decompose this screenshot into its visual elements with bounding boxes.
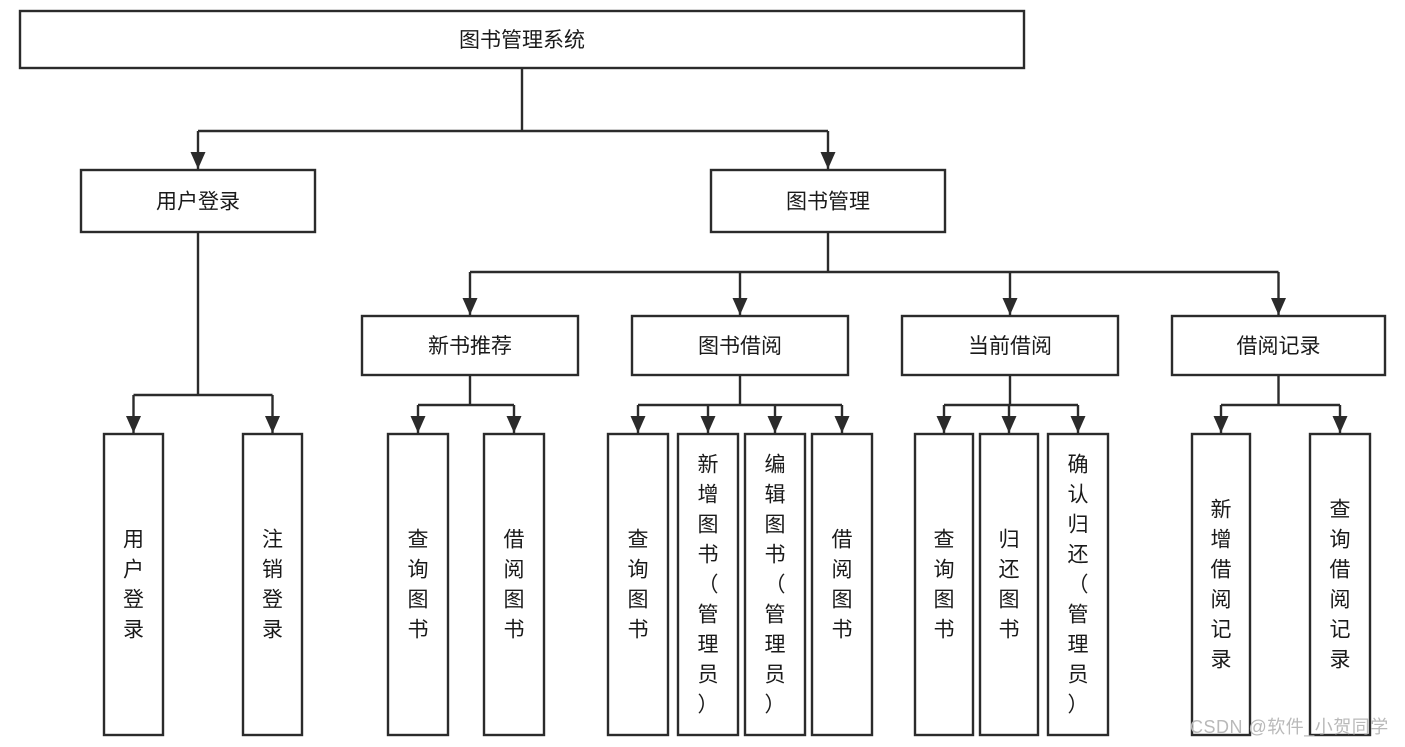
node-leaf-confirm-return[interactable]: 确认归还（管理员） (1046, 432, 1110, 737)
node-book-borrow[interactable]: 图书借阅 (630, 314, 850, 377)
node-label: 编辑图书（管理员） (765, 453, 786, 716)
node-new-book-recommend[interactable]: 新书推荐 (360, 314, 580, 377)
node-borrow-record[interactable]: 借阅记录 (1170, 314, 1387, 377)
node-leaf-query-book-1[interactable]: 查询图书 (386, 432, 450, 737)
arrowhead-icon (767, 416, 783, 433)
node-leaf-query-book-2[interactable]: 查询图书 (606, 432, 670, 737)
node-box (241, 432, 304, 737)
node-box (1170, 314, 1387, 377)
node-label: 查询图书 (628, 528, 649, 641)
node-leaf-edit-book[interactable]: 编辑图书（管理员） (743, 432, 807, 737)
node-leaf-user-login[interactable]: 用户登录 (102, 432, 165, 737)
node-label: 新书推荐 (428, 335, 512, 358)
arrowhead-icon (1271, 298, 1286, 315)
node-box (1308, 432, 1372, 737)
node-leaf-query-record[interactable]: 查询借阅记录 (1308, 432, 1372, 737)
arrowhead-icon (126, 416, 141, 433)
node-label: 借阅记录 (1237, 335, 1321, 358)
arrowhead-icon (732, 298, 748, 315)
node-leaf-add-book[interactable]: 新增图书（管理员） (676, 432, 740, 737)
arrowhead-icon (1001, 416, 1017, 433)
node-leaf-borrow-book-2[interactable]: 借阅图书 (810, 432, 874, 737)
arrowhead-icon (462, 298, 478, 315)
node-label: 确认归还（管理员） (1068, 453, 1089, 716)
node-label: 查询图书 (408, 528, 429, 641)
arrowhead-icon (1332, 416, 1348, 433)
arrowhead-icon (506, 416, 522, 433)
node-root[interactable]: 图书管理系统 (18, 9, 1026, 70)
node-box (709, 168, 947, 234)
connector-layer (126, 68, 1348, 433)
node-box (978, 432, 1040, 737)
node-label: 新增借阅记录 (1211, 498, 1232, 671)
node-layer: 图书管理系统用户登录图书管理新书推荐图书借阅当前借阅借阅记录用户登录注销登录查询… (18, 9, 1387, 737)
node-box (676, 432, 740, 737)
node-leaf-query-book-3[interactable]: 查询图书 (913, 432, 975, 737)
node-box (900, 314, 1120, 377)
arrowhead-icon (936, 416, 952, 433)
node-leaf-borrow-book-1[interactable]: 借阅图书 (482, 432, 546, 737)
arrowhead-icon (630, 416, 646, 433)
node-box (743, 432, 807, 737)
arrowhead-icon (1002, 298, 1018, 315)
arrowhead-icon (410, 416, 426, 433)
node-box (913, 432, 975, 737)
node-label: 当前借阅 (968, 335, 1052, 358)
node-leaf-add-record[interactable]: 新增借阅记录 (1190, 432, 1252, 737)
arrowhead-icon (700, 416, 716, 433)
node-box (630, 314, 850, 377)
node-box (606, 432, 670, 737)
node-box (102, 432, 165, 737)
node-leaf-logout[interactable]: 注销登录 (241, 432, 304, 737)
node-box (18, 9, 1026, 70)
node-label: 注销登录 (262, 528, 283, 641)
arrowhead-icon (834, 416, 850, 433)
node-label: 归还图书 (999, 528, 1020, 641)
arrowhead-icon (820, 152, 836, 169)
node-box (1046, 432, 1110, 737)
node-box (482, 432, 546, 737)
node-box (810, 432, 874, 737)
node-label: 图书管理系统 (459, 29, 585, 52)
node-label: 图书借阅 (698, 335, 782, 358)
node-label: 用户登录 (123, 528, 144, 641)
node-box (386, 432, 450, 737)
node-label: 借阅图书 (832, 528, 853, 641)
node-current-borrow[interactable]: 当前借阅 (900, 314, 1120, 377)
node-user-login[interactable]: 用户登录 (79, 168, 317, 234)
node-label: 图书管理 (786, 191, 870, 214)
arrowhead-icon (1213, 416, 1229, 433)
arrowhead-icon (1070, 416, 1086, 433)
node-box (360, 314, 580, 377)
node-book-manage[interactable]: 图书管理 (709, 168, 947, 234)
node-leaf-return-book[interactable]: 归还图书 (978, 432, 1040, 737)
node-box (79, 168, 317, 234)
node-label: 借阅图书 (504, 528, 525, 641)
watermark-text: CSDN @软件_小贺同学 (1190, 717, 1389, 737)
node-label: 查询借阅记录 (1330, 498, 1351, 671)
node-label: 查询图书 (934, 528, 955, 641)
node-label: 用户登录 (156, 191, 240, 214)
node-label: 新增图书（管理员） (698, 453, 719, 716)
arrowhead-icon (265, 416, 280, 433)
node-box (1190, 432, 1252, 737)
arrowhead-icon (190, 152, 206, 169)
